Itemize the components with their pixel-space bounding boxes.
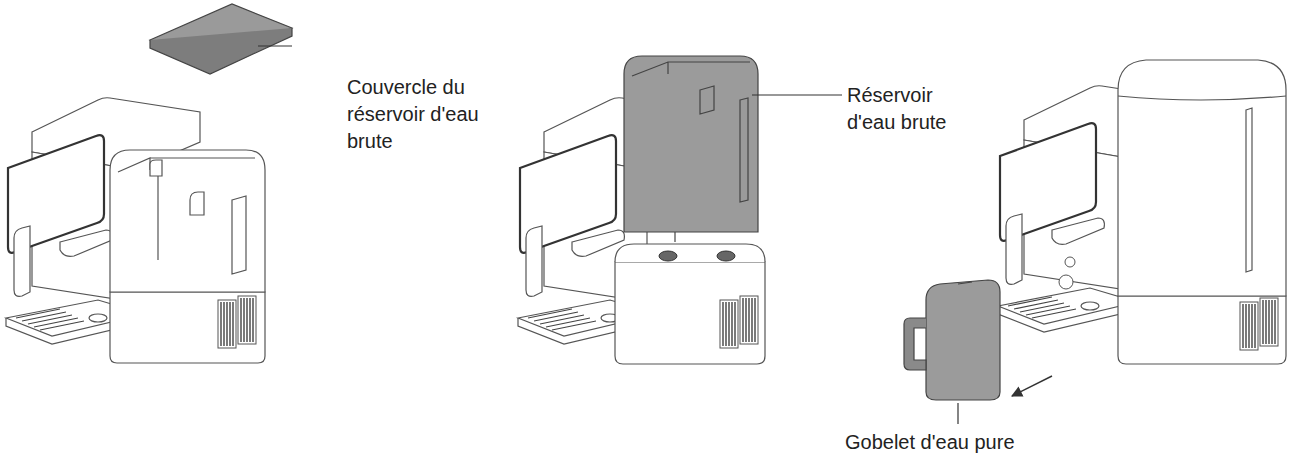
outlet: [1065, 257, 1075, 267]
purifier-open-tank: [6, 4, 292, 363]
leader-line: [258, 45, 292, 46]
tank-lid-edge: [150, 28, 292, 74]
valve-hole: [717, 251, 735, 261]
part-label: Réservoir d'eau brute: [847, 82, 951, 136]
leader-line: [752, 94, 842, 95]
level-window: [1246, 108, 1252, 272]
purifier-cup-removed: [904, 60, 1286, 424]
tank-base: [615, 262, 765, 364]
vents: [1240, 298, 1278, 350]
vents: [720, 296, 758, 348]
leader-line: [957, 403, 958, 424]
tank-open: [110, 150, 265, 292]
cup-handle: [904, 318, 926, 370]
label-anchor: Couvercle du réservoir d'eau brute: [347, 74, 525, 155]
base-top: [615, 244, 765, 262]
pure-water-cup: [926, 280, 1000, 400]
tank-valve: [674, 232, 675, 242]
inlet: [150, 160, 162, 176]
outlet: [1059, 275, 1073, 289]
tank-base: [1118, 296, 1286, 364]
removal-arrow: [1012, 376, 1052, 396]
tank-closed: [1118, 60, 1286, 296]
valve-hole: [659, 251, 677, 261]
cup-spout: [958, 282, 972, 284]
label-anchor: Réservoir d'eau brute: [847, 82, 951, 136]
part-label: Gobelet d'eau pure: [845, 429, 1105, 456]
label-anchor: Gobelet d'eau pure: [845, 429, 1105, 456]
tank-inside: [118, 158, 255, 274]
purifier-tank-removed: [518, 56, 842, 364]
lid-line: [1118, 96, 1286, 100]
vents: [218, 296, 256, 348]
raw-water-tank: [624, 56, 758, 232]
tank-base: [110, 292, 265, 363]
part-label: Couvercle du réservoir d'eau brute: [347, 74, 525, 155]
tank-inside: [632, 62, 750, 202]
